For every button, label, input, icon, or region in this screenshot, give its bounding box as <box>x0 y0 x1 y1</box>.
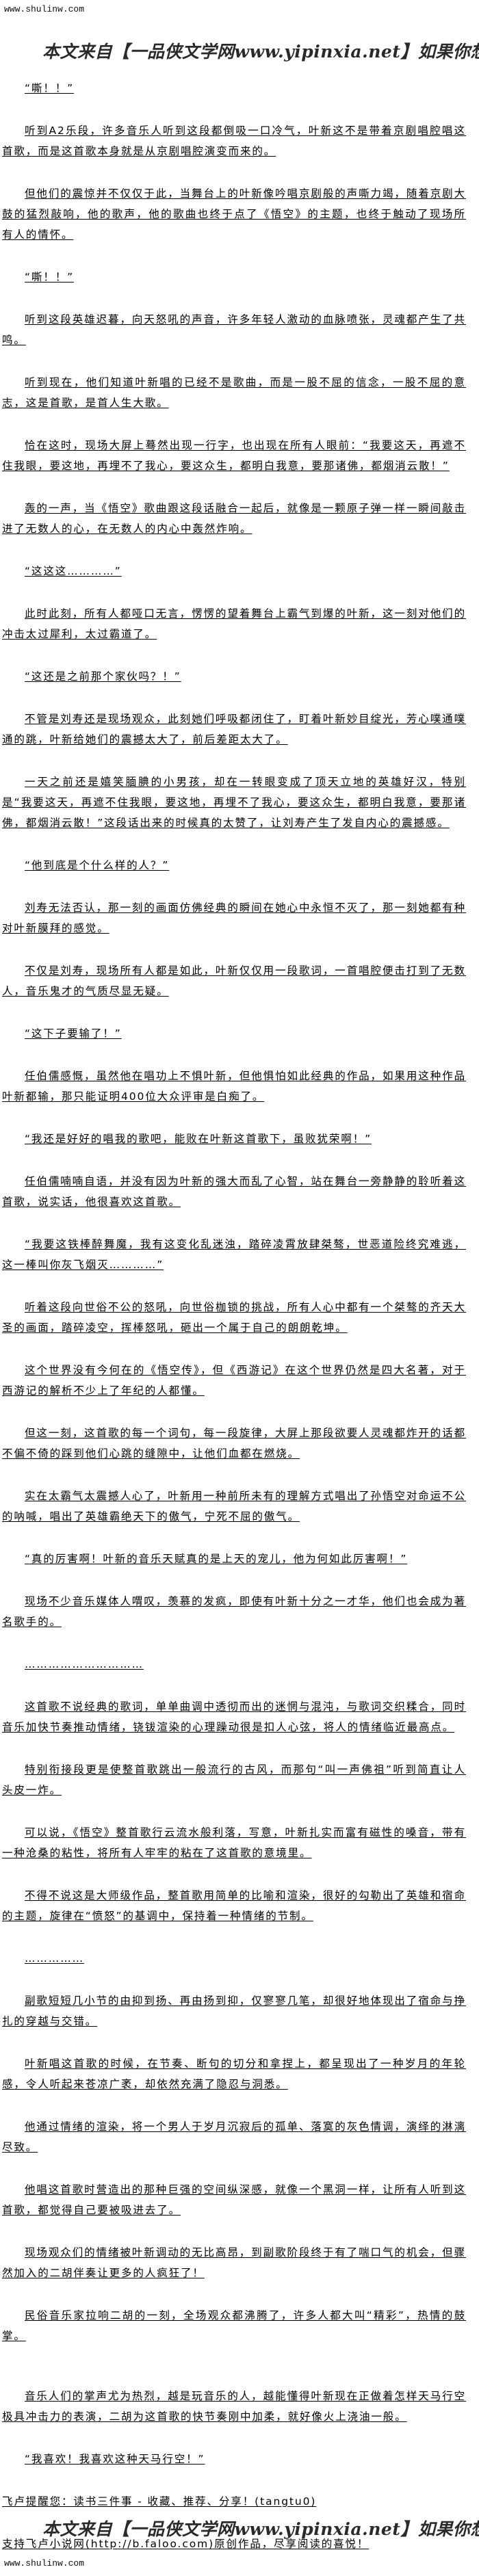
article-paragraph: 叶新唱这首歌的时候，在节奏、断句的切分和拿捏上，都呈现出了一种岁月的年轮感，令人… <box>2 2053 466 2094</box>
paragraph-text: “这下子要输了！” <box>25 1027 122 1040</box>
article-paragraph: 这首歌不说经典的歌词，单单曲调中透彻而出的迷惘与混沌，与歌词交织糅合，同时音乐加… <box>2 1696 466 1737</box>
article-paragraph: …………… <box>2 1948 466 1969</box>
site-url-top: www.shulinw.com <box>4 4 85 14</box>
paragraph-text: 恰在这时，现场大屏上蓦然出现一行字，也出现在所有人眼前：“我要这天，再遮不住我眼… <box>2 439 466 472</box>
paragraph-text: 但他们的震惊并不仅仅于此，当舞台上的叶新像吟唱京剧般的声嘶力竭，随着京剧大鼓的猛… <box>2 187 466 241</box>
paragraph-text: “这这这…………” <box>25 565 122 577</box>
article-paragraph: “我要这铁棒醉舞魔，我有这变化乱迷浊，踏碎凌霄放肆桀骜，世恶道险终究难逃，这一棒… <box>2 1234 466 1275</box>
article-paragraph: 不得不说这是大师级作品，整首歌用简单的比喻和渲染，很好的勾勒出了英雄和宿命的主题… <box>2 1885 466 1926</box>
article-paragraph: 任伯儒感慨，虽然他在唱功上不惧叶新，但他惧怕如此经典的作品，如果用这种作品叶新都… <box>2 1066 466 1107</box>
article-paragraph: 但这一刻，这首歌的每一个词句，每一段旋律，大屏上那段欲要人灵魂都炸开的话都不偏不… <box>2 1423 466 1464</box>
article-paragraph: “嘶！！” <box>2 267 466 287</box>
paragraph-text: 特别衔接段更是使整首歌跳出一般流行的古风，而那句“叫一声佛祖”听到简直让人头皮一… <box>2 1763 466 1796</box>
source-banner-top: 本文来自【一品侠文学网www.yipinxia.net】如果你想看完整版小说，请 <box>42 42 479 62</box>
article-paragraph: 特别衔接段更是使整首歌跳出一般流行的古风，而那句“叫一声佛祖”听到简直让人头皮一… <box>2 1759 466 1800</box>
article-paragraph: “这还是之前那个家伙吗？！” <box>2 666 466 687</box>
paragraph-text: 他通过情绪的渲染，将一个男人于岁月沉寂后的孤单、落寞的灰色情调，演绎的淋漓尽致。 <box>2 2120 466 2153</box>
paragraph-text: 副歌短短几小节的由抑到扬、再由扬到抑，仅寥寥几笔，却很好地体现出了宿命与挣扎的穿… <box>2 1995 466 2027</box>
paragraph-text: 这首歌不说经典的歌词，单单曲调中透彻而出的迷惘与混沌，与歌词交织糅合，同时音乐加… <box>2 1700 466 1733</box>
paragraph-text: 实在太霸气太震撼人心了，叶新用一种前所未有的理解方式唱出了孙悟空对命运不公的呐喊… <box>2 1490 466 1523</box>
paragraph-text: “真的厉害啊！叶新的音乐天赋真的是上天的宠儿，他为何如此厉害啊！” <box>25 1553 408 1565</box>
article-paragraph: 恰在这时，现场大屏上蓦然出现一行字，也出现在所有人眼前：“我要这天，再遮不住我眼… <box>2 435 466 476</box>
paragraph-text: “这还是之前那个家伙吗？！” <box>25 670 181 683</box>
paragraph-text: “他到底是个什么样的人？” <box>25 859 170 871</box>
paragraph-text: 听到A2乐段，许多音乐人听到这段都倒吸一口冷气，叶新这不是带着京剧唱腔唱这首歌，… <box>2 124 466 157</box>
paragraph-text: 听着这段向世俗不公的怒吼，向世俗枷锁的挑战，所有人心中都有一个桀骜的齐天大圣的画… <box>2 1301 466 1334</box>
article-paragraph: 刘寿无法否认，那一刻的画面仿佛经典的瞬间在她心中永恒不灭了，那一刻她都有种对叶新… <box>2 897 466 938</box>
article-paragraph: 他唱这首歌时营造出的那种巨强的空间纵深感，就像一个黑洞一样，让所有人听到这首歌，… <box>2 2179 466 2220</box>
article-paragraph: “他到底是个什么样的人？” <box>2 855 466 876</box>
article-paragraph: “这这这…………” <box>2 561 466 581</box>
article-paragraph: 现场观众们的情绪被叶新调动的无比高昂，到副歌阶段终于有了喘口气的机会，但骤然加入… <box>2 2242 466 2283</box>
paragraph-text: 不仅是刘寿，现场所有人都是如此，叶新仅仅用一段歌词，一首唱腔便击打到了无数人，音… <box>2 964 466 997</box>
faloo-support-note: 支持飞卢小说网(http://b.faloo.com)原创作品，尽享阅读的喜悦！ <box>2 2534 466 2554</box>
paragraph-text: 任伯儒喃喃自语，并没有因为叶新的强大而乱了心智，站在舞台一旁静静的聆听着这首歌，… <box>2 1175 466 1208</box>
paragraph-text: 一天之前还是嬉笑腼腆的小男孩，却在一转眼变成了顶天立地的英雄好汉，特别是“我要这… <box>2 776 466 829</box>
article-paragraph: 一天之前还是嬉笑腼腆的小男孩，却在一转眼变成了顶天立地的英雄好汉，特别是“我要这… <box>2 772 466 833</box>
article-paragraph: 听到这段英雄迟暮，向天怒吼的声音，许多年轻人激动的血脉喷张，灵魂都产生了共鸣。 <box>2 309 466 350</box>
paragraph-text: 轰的一声，当《悟空》歌曲跟这段话融合一起后，就像是一颗原子弹一样一瞬间敲击进了无… <box>2 502 466 535</box>
article-paragraph: 轰的一声，当《悟空》歌曲跟这段话融合一起后，就像是一颗原子弹一样一瞬间敲击进了无… <box>2 498 466 539</box>
article-paragraph: “这下子要输了！” <box>2 1023 466 1044</box>
paragraph-text: …………… <box>25 1952 84 1964</box>
article-paragraph: 他通过情绪的渲染，将一个男人于岁月沉寂后的孤单、落寞的灰色情调，演绎的淋漓尽致。 <box>2 2116 466 2157</box>
paragraph-text: 现场观众们的情绪被叶新调动的无比高昂，到副歌阶段终于有了喘口气的机会，但骤然加入… <box>2 2246 466 2279</box>
paragraph-text: 音乐人们的掌声尤为热烈，越是玩音乐的人，越能懂得叶新现在正做着怎样天马行空极具冲… <box>2 2390 466 2423</box>
article-paragraph: “嘶！！” <box>2 78 466 98</box>
article-paragraph: 听到A2乐段，许多音乐人听到这段都倒吸一口冷气，叶新这不是带着京剧唱腔唱这首歌，… <box>2 120 466 161</box>
paragraph-text: 民俗音乐家拉响二胡的一刻，全场观众都沸腾了，许多人都大叫“精彩”，热情的鼓掌。 <box>2 2309 466 2342</box>
paragraph-text: “我喜欢！我喜欢这种天马行空！” <box>25 2453 205 2465</box>
paragraph-text: “嘶！！” <box>25 82 75 94</box>
article-paragraph: “真的厉害啊！叶新的音乐天赋真的是上天的宠儿，他为何如此厉害啊！” <box>2 1549 466 1569</box>
article-paragraph: 民俗音乐家拉响二胡的一刻，全场观众都沸腾了，许多人都大叫“精彩”，热情的鼓掌。 <box>2 2305 466 2346</box>
article-paragraph: 现场不少音乐媒体人喟叹，羡慕的发疯，即使有叶新十分之一才华，他们也会成为著名歌手… <box>2 1591 466 1632</box>
article-paragraph: 副歌短短几小节的由抑到扬、再由扬到抑，仅寥寥几笔，却很好地体现出了宿命与挣扎的穿… <box>2 1990 466 2032</box>
paragraph-text: 飞卢提醒您：读书三件事 - 收藏、推荐、分享！(tangtu0) <box>2 2495 317 2508</box>
article-paragraph: “我喜欢！我喜欢这种天马行空！” <box>2 2449 466 2469</box>
paragraph-text: 这个世界没有今何在的《悟空传》，但《西游记》在这个世界仍然是四大名著，对于西游记… <box>2 1364 466 1397</box>
paragraph-text: “我还是好好的唱我的歌吧，能败在叶新这首歌下，虽败犹荣啊！” <box>25 1133 372 1145</box>
paragraph-text: 叶新唱这首歌的时候，在节奏、断句的切分和拿捏上，都呈现出了一种岁月的年轮感，令人… <box>2 2058 466 2090</box>
article-paragraph: 任伯儒喃喃自语，并没有因为叶新的强大而乱了心智，站在舞台一旁静静的聆听着这首歌，… <box>2 1171 466 1212</box>
faloo-reminder: 飞卢提醒您：读书三件事 - 收藏、推荐、分享！(tangtu0) <box>2 2491 466 2512</box>
article-paragraph: 听到现在，他们知道叶新唱的已经不是歌曲，而是一股不屈的信念，一股不屈的意志，这是… <box>2 372 466 413</box>
article-paragraph: “我还是好好的唱我的歌吧，能败在叶新这首歌下，虽败犹荣啊！” <box>2 1129 466 1149</box>
article-paragraph: ………………………… <box>2 1654 466 1674</box>
article-paragraph: 音乐人们的掌声尤为热烈，越是玩音乐的人，越能懂得叶新现在正做着怎样天马行空极具冲… <box>2 2386 466 2427</box>
paragraph-text: 可以说，《悟空》整首歌行云流水般利落，写意，叶新扎实而富有磁性的嗓音，带有一种沧… <box>2 1826 466 1859</box>
paragraph-text: 不得不说这是大师级作品，整首歌用简单的比喻和渲染，很好的勾勒出了英雄和宿命的主题… <box>2 1889 466 1922</box>
article-paragraph: 这个世界没有今何在的《悟空传》，但《西游记》在这个世界仍然是四大名著，对于西游记… <box>2 1360 466 1401</box>
paragraph-text: 不管是刘寿还是现场观众，此刻她们呼吸都闭住了，盯着叶新妙目绽光，芳心噗通噗通的跳… <box>2 713 466 746</box>
article-body: “嘶！！” 听到A2乐段，许多音乐人听到这段都倒吸一口冷气，叶新这不是带着京剧唱腔… <box>2 78 466 2576</box>
paragraph-text: 刘寿无法否认，那一刻的画面仿佛经典的瞬间在她心中永恒不灭了，那一刻她都有种对叶新… <box>2 902 466 934</box>
paragraph-text: 任伯儒感慨，虽然他在唱功上不惧叶新，但他惧怕如此经典的作品，如果用这种作品叶新都… <box>2 1070 466 1103</box>
site-url-bottom: www.shulinw.com <box>4 2558 85 2568</box>
paragraph-text: 现场不少音乐媒体人喟叹，羡慕的发疯，即使有叶新十分之一才华，他们也会成为著名歌手… <box>2 1595 466 1628</box>
paragraph-text: “嘶！！” <box>25 271 75 283</box>
paragraph-text: “我要这铁棒醉舞魔，我有这变化乱迷浊，踏碎凌霄放肆桀骜，世恶道险终究难逃，这一棒… <box>2 1238 466 1271</box>
article-paragraph: 听着这段向世俗不公的怒吼，向世俗枷锁的挑战，所有人心中都有一个桀骜的齐天大圣的画… <box>2 1297 466 1338</box>
article-paragraph: 不管是刘寿还是现场观众，此刻她们呼吸都闭住了，盯着叶新妙目绽光，芳心噗通噗通的跳… <box>2 709 466 750</box>
paragraph-text: 听到这段英雄迟暮，向天怒吼的声音，许多年轻人激动的血脉喷张，灵魂都产生了共鸣。 <box>2 313 466 346</box>
paragraph-text: 但这一刻，这首歌的每一个词句，每一段旋律，大屏上那段欲要人灵魂都炸开的话都不偏不… <box>2 1427 466 1460</box>
paragraph-text: 他唱这首歌时营造出的那种巨强的空间纵深感，就像一个黑洞一样，让所有人听到这首歌，… <box>2 2183 466 2216</box>
article-paragraph: 可以说，《悟空》整首歌行云流水般利落，写意，叶新扎实而富有磁性的嗓音，带有一种沧… <box>2 1822 466 1863</box>
source-banner-bottom: 本文来自【一品侠文学网www.yipinxia.net】如果你想看完整版小说，请 <box>42 2519 479 2539</box>
paragraph-text: 此时此刻，所有人都哑口无言，愣愣的望着舞台上霸气到爆的叶新，这一刻对他们的冲击太… <box>2 607 466 640</box>
paragraph-text: ………………………… <box>25 1658 144 1670</box>
article-paragraph: 实在太霸气太震撼人心了，叶新用一种前所未有的理解方式唱出了孙悟空对命运不公的呐喊… <box>2 1486 466 1527</box>
paragraph-text: 支持飞卢小说网(http://b.faloo.com)原创作品，尽享阅读的喜悦！ <box>2 2538 370 2550</box>
article-paragraph: 不仅是刘寿，现场所有人都是如此，叶新仅仅用一段歌词，一首唱腔便击打到了无数人，音… <box>2 960 466 1001</box>
paragraph-text: 听到现在，他们知道叶新唱的已经不是歌曲，而是一股不屈的信念，一股不屈的意志，这是… <box>2 376 466 409</box>
article-paragraph: 但他们的震惊并不仅仅于此，当舞台上的叶新像吟唱京剧般的声嘶力竭，随着京剧大鼓的猛… <box>2 183 466 245</box>
article-paragraph: 此时此刻，所有人都哑口无言，愣愣的望着舞台上霸气到爆的叶新，这一刻对他们的冲击太… <box>2 603 466 644</box>
